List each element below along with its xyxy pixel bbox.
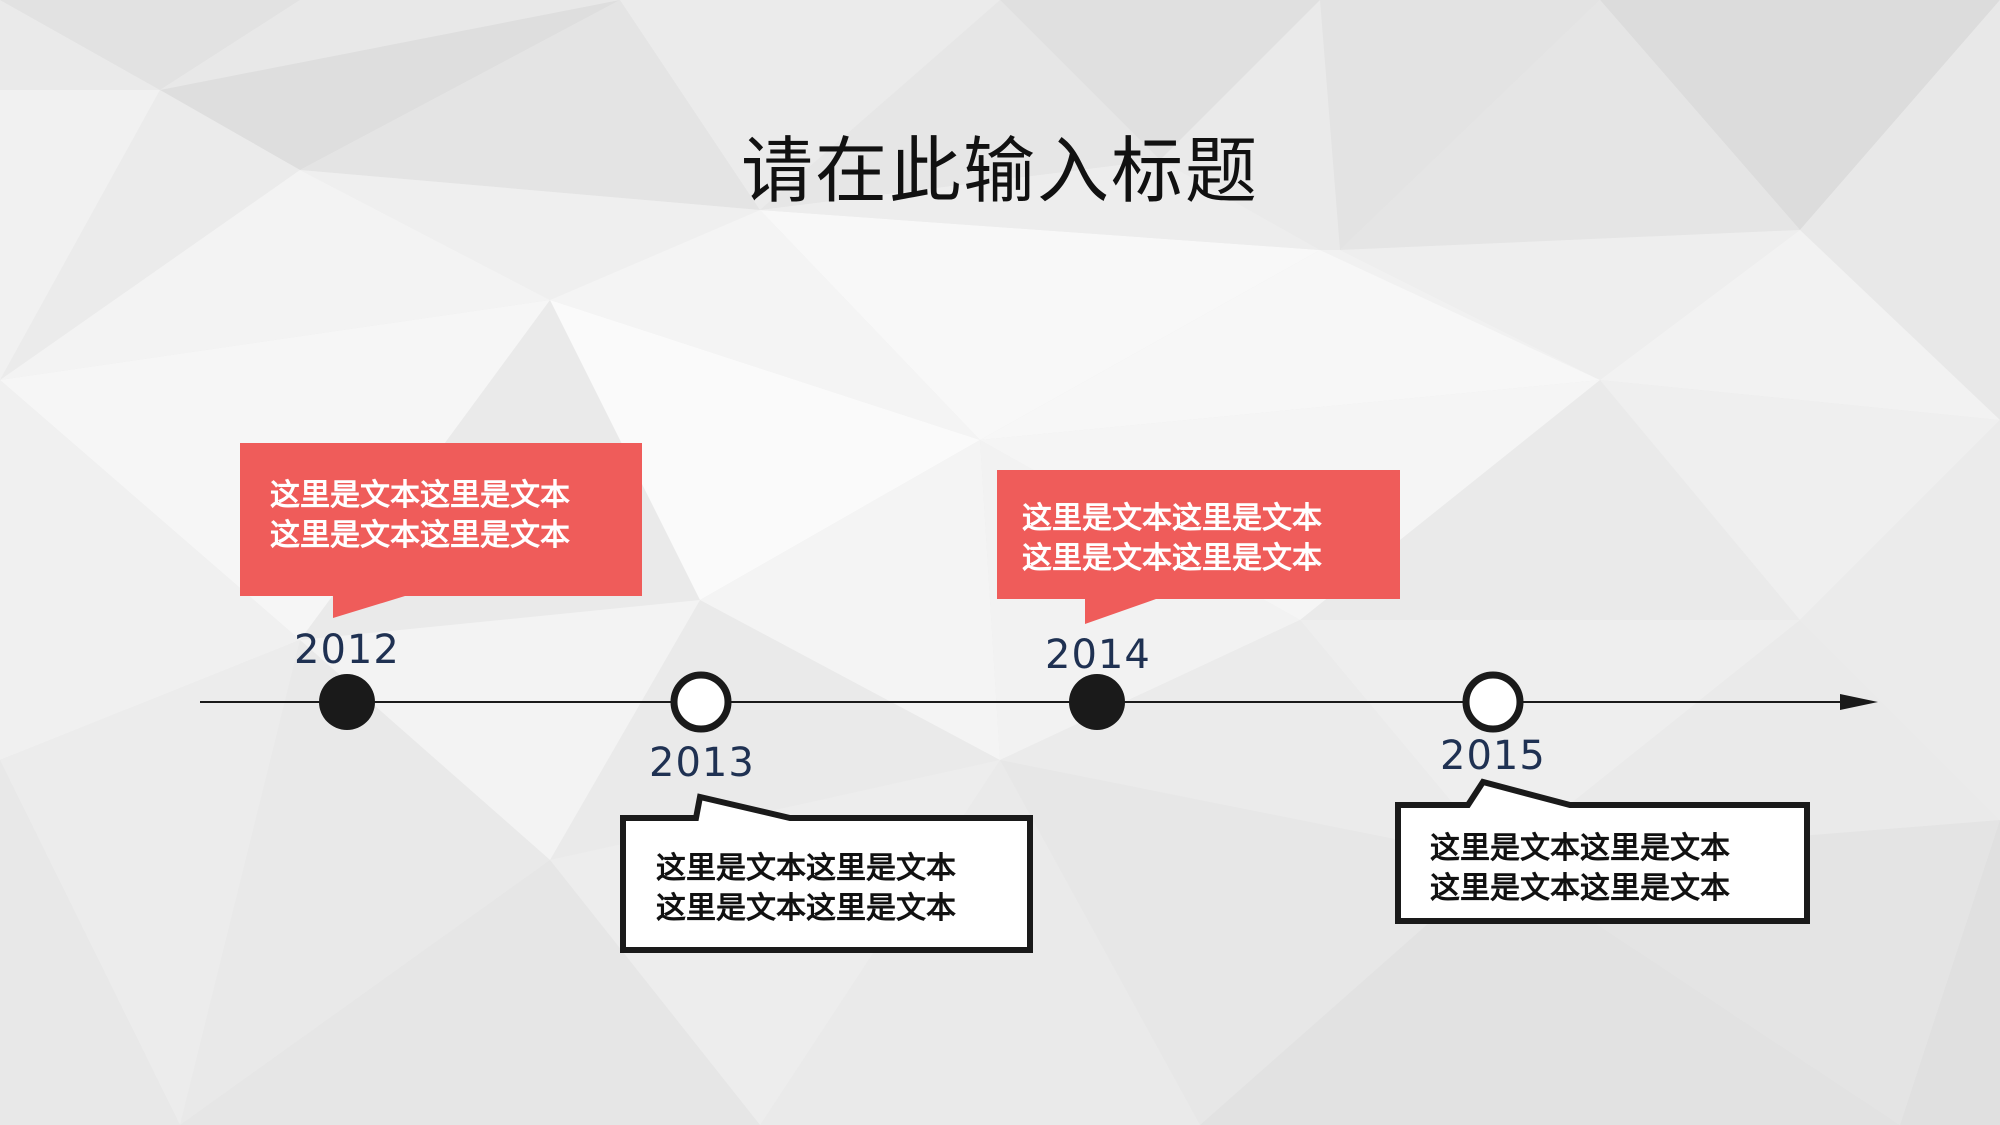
callout-text-line: 这里是文本这里是文本 <box>270 478 570 513</box>
callout-text-2015: 这里是文本这里是文本 这里是文本这里是文本 <box>1430 829 1730 909</box>
page-title: 请在此输入标题 <box>740 129 1259 213</box>
callout-text-line: 这里是文本这里是文本 <box>1430 831 1730 866</box>
timeline-arrowhead <box>1840 694 1878 710</box>
callout-text-line: 这里是文本这里是文本 <box>656 851 956 886</box>
marker-2013-hollow <box>670 671 732 733</box>
callout-text-line: 这里是文本这里是文本 <box>270 518 570 553</box>
year-label-2013: 2013 <box>649 740 755 786</box>
callout-text-2014: 这里是文本这里是文本 这里是文本这里是文本 <box>1022 499 1322 579</box>
callout-outlined-2013 <box>620 793 1033 953</box>
year-label-2012: 2012 <box>294 627 400 673</box>
callout-red-2012 <box>240 443 642 618</box>
callout-outlined-2015 <box>1395 778 1810 924</box>
callout-text-line: 这里是文本这里是文本 <box>1022 541 1322 576</box>
callout-text-line: 这里是文本这里是文本 <box>1430 871 1730 906</box>
year-label-2014: 2014 <box>1045 632 1151 678</box>
callout-text-line: 这里是文本这里是文本 <box>1022 501 1322 536</box>
callout-text-line: 这里是文本这里是文本 <box>656 891 956 926</box>
callout-red-2014 <box>997 470 1400 624</box>
marker-2012-filled <box>319 674 375 730</box>
marker-2015-hollow <box>1462 671 1524 733</box>
callout-text-2013: 这里是文本这里是文本 这里是文本这里是文本 <box>656 849 956 929</box>
year-label-2015: 2015 <box>1440 733 1546 779</box>
marker-2014-filled <box>1069 674 1125 730</box>
callout-text-2012: 这里是文本这里是文本 这里是文本这里是文本 <box>270 476 570 556</box>
